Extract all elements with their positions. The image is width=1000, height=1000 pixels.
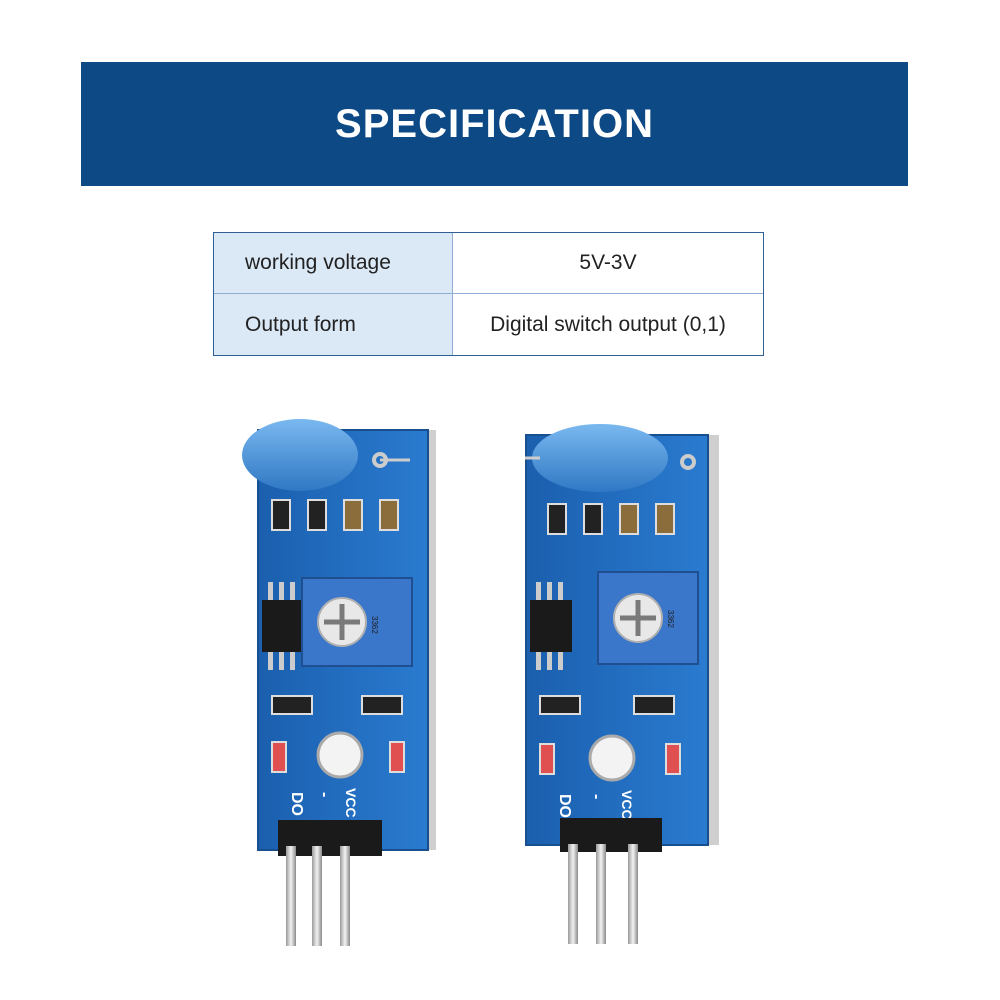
left-pin-label-vcc: VCC: [343, 788, 359, 818]
spec-label-output: Output form: [214, 294, 453, 355]
right-pin-label-do: DO: [556, 794, 573, 818]
left-ic-chip: [262, 600, 304, 652]
spec-table: working voltage 5V-3V Output form Digita…: [213, 232, 764, 356]
right-tilt-switch: [532, 424, 668, 492]
right-resistor-code-2: 201: [644, 701, 658, 710]
right-ic-chip: [530, 600, 572, 652]
right-pin-label-gnd: -: [588, 794, 605, 799]
left-resistor-code-2: 201: [372, 701, 386, 710]
spec-value-output: Digital switch output (0,1): [453, 294, 763, 355]
left-trimmer-code: 3362: [370, 616, 379, 634]
right-sensor-board: 3362 102 201 DO - VCC: [525, 424, 719, 944]
right-mounting-hole: [588, 734, 636, 782]
right-trimmer-code: 3362: [666, 610, 675, 628]
sensor-modules-photo: 3362 102 201 DO - VCC: [242, 419, 719, 946]
spec-value-voltage: 5V-3V: [453, 233, 763, 294]
specification-banner: SPECIFICATION: [81, 62, 908, 186]
banner-title: SPECIFICATION: [335, 101, 654, 146]
left-pin-label-gnd: -: [316, 792, 333, 797]
right-pin-label-vcc: VCC: [619, 790, 635, 820]
left-sensor-board: 3362 102 201 DO - VCC: [242, 419, 436, 946]
spec-label-voltage: working voltage: [214, 233, 453, 294]
left-mounting-hole: [316, 731, 364, 779]
left-tilt-switch: [242, 419, 358, 491]
left-resistor-code-1: 102: [282, 701, 296, 710]
right-resistor-code-1: 102: [550, 701, 564, 710]
left-pin-label-do: DO: [288, 792, 305, 816]
